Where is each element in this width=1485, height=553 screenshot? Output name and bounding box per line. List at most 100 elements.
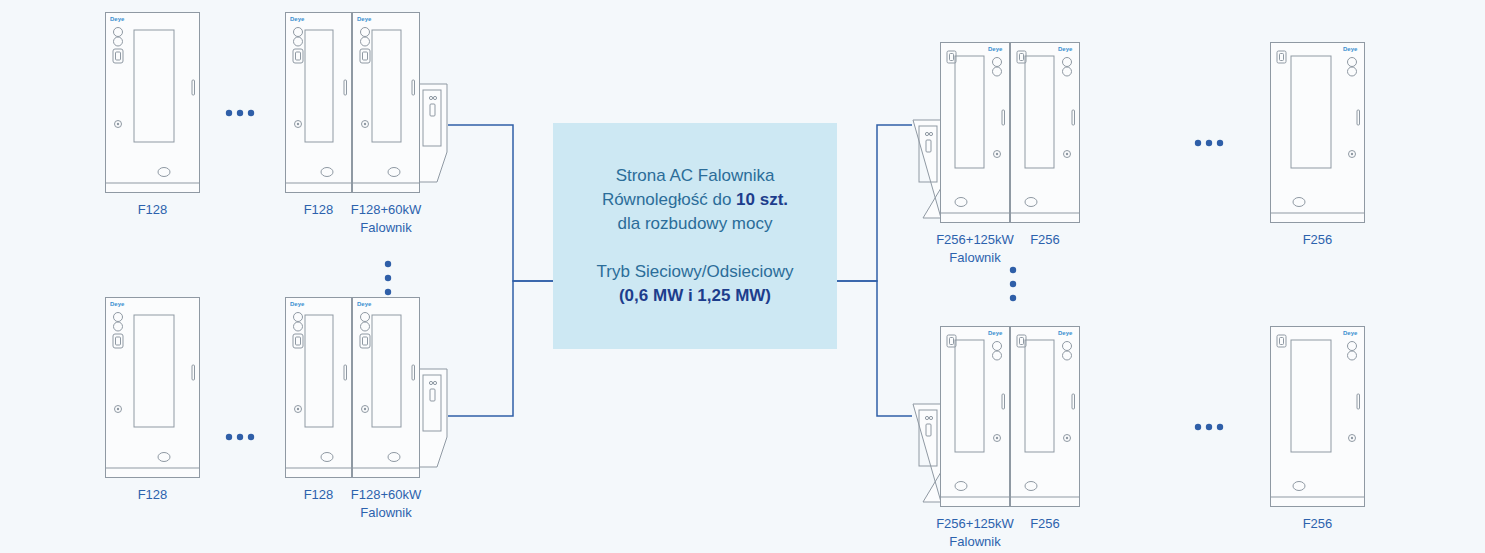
inverter-switch bbox=[926, 424, 931, 436]
door-handle bbox=[1002, 110, 1005, 125]
cabinet-drawing bbox=[105, 297, 200, 478]
lock bbox=[1064, 435, 1071, 442]
door-handle bbox=[192, 365, 195, 380]
ac-connection-line bbox=[448, 281, 553, 416]
cable-gland bbox=[158, 453, 170, 462]
brand-logo: Deye bbox=[110, 301, 124, 308]
cabinet-unit: F256+125kW FalownikDeye bbox=[912, 326, 1010, 551]
cabinet-body bbox=[1011, 327, 1080, 507]
cabinet-label: F256 bbox=[998, 231, 1092, 249]
cabinet-unit: F128Deye bbox=[105, 12, 200, 219]
display-window bbox=[134, 30, 174, 142]
cabinet-unit: F256Deye bbox=[1270, 42, 1365, 249]
cabinet-base bbox=[286, 183, 352, 184]
cabinet-body bbox=[106, 298, 200, 478]
rotary-switch bbox=[363, 337, 368, 345]
rotary-switch bbox=[1277, 51, 1286, 63]
highlight-text: (0,6 MW i 1,25 MW) bbox=[585, 284, 805, 308]
dot bbox=[1195, 424, 1201, 430]
note-text: dla rozbudowy mocy bbox=[585, 212, 805, 236]
indicator-light bbox=[993, 342, 1002, 351]
cabinet-body bbox=[106, 13, 200, 193]
cabinet-drawing bbox=[285, 12, 352, 193]
dot bbox=[385, 275, 391, 281]
lock bbox=[1349, 151, 1356, 158]
cabinet-label: F128 bbox=[93, 201, 212, 219]
indicator-light bbox=[114, 28, 123, 37]
cabinet-drawing bbox=[1270, 42, 1365, 223]
highlight-text: 10 szt. bbox=[736, 190, 788, 209]
cabinet-base bbox=[286, 468, 352, 469]
lock bbox=[1066, 437, 1068, 439]
indicator-light bbox=[1348, 342, 1357, 351]
inverter-led bbox=[929, 132, 932, 135]
cabinet-unit: F256+125kW FalownikDeye bbox=[912, 42, 1010, 267]
brand-logo: Deye bbox=[1058, 330, 1072, 337]
rotary-switch bbox=[296, 337, 301, 345]
rotary-switch bbox=[296, 52, 301, 60]
cabinet-drawing bbox=[285, 297, 352, 478]
rotary-switch bbox=[116, 52, 121, 60]
dot bbox=[1217, 424, 1223, 430]
lock bbox=[115, 121, 122, 128]
cable-gland bbox=[158, 168, 170, 177]
dot bbox=[237, 434, 243, 440]
brand-logo: Deye bbox=[1343, 330, 1357, 337]
cabinet-unit: F128+60kW FalownikDeye bbox=[352, 12, 448, 237]
indicator-light bbox=[1063, 342, 1072, 351]
indicator-light bbox=[1348, 351, 1357, 360]
brand-logo: Deye bbox=[1343, 46, 1357, 53]
rotary-switch bbox=[360, 49, 370, 63]
lock bbox=[297, 123, 299, 125]
cabinet-base bbox=[941, 213, 1010, 214]
cable-gland bbox=[1293, 198, 1305, 207]
cabinet-drawing bbox=[912, 42, 1010, 223]
ac-connection-line bbox=[448, 125, 553, 281]
inverter-housing bbox=[913, 404, 941, 502]
cabinet-unit: F128Deye bbox=[285, 12, 352, 219]
inverter-switch bbox=[430, 104, 435, 116]
cabinet-unit: F128+60kW FalownikDeye bbox=[352, 297, 448, 522]
cabinet-label: F128+60kW Falownik bbox=[340, 201, 432, 237]
indicator-light bbox=[294, 37, 303, 46]
lock bbox=[996, 437, 998, 439]
display-window bbox=[1025, 56, 1054, 168]
rotary-switch bbox=[1280, 338, 1284, 345]
inverter-led bbox=[925, 132, 928, 135]
cabinet-label: F256+125kW Falownik bbox=[928, 231, 1022, 267]
brand-logo: Deye bbox=[290, 16, 304, 23]
lock bbox=[1064, 151, 1071, 158]
lock bbox=[117, 408, 119, 410]
lock bbox=[295, 406, 302, 413]
cabinet-label: F128 bbox=[273, 201, 364, 219]
ac-connection-line bbox=[837, 281, 912, 416]
indicator-light bbox=[1063, 67, 1072, 76]
cabinet-unit: F256Deye bbox=[1010, 326, 1080, 533]
inverter-led bbox=[929, 416, 932, 419]
cable-gland bbox=[1293, 482, 1305, 491]
rotary-switch bbox=[360, 334, 370, 348]
brand-logo: Deye bbox=[988, 46, 1002, 53]
lock bbox=[1349, 435, 1356, 442]
cabinet-unit: F128Deye bbox=[105, 297, 200, 504]
display-window bbox=[1291, 340, 1331, 452]
cabinet-base bbox=[941, 497, 1010, 498]
cabinet-drawing bbox=[352, 12, 448, 193]
rotary-switch bbox=[1020, 54, 1024, 61]
cabinet-label: F128+60kW Falownik bbox=[340, 486, 432, 522]
cabinet-base bbox=[353, 183, 420, 184]
cabinet-body bbox=[353, 13, 420, 193]
cabinet-body bbox=[1271, 43, 1365, 223]
cabinet-label: F256 bbox=[1258, 231, 1377, 249]
brand-logo: Deye bbox=[110, 16, 124, 23]
rotary-switch bbox=[363, 52, 368, 60]
dot bbox=[1217, 140, 1223, 146]
inverter-switch bbox=[926, 140, 931, 152]
cabinet-body bbox=[286, 298, 352, 478]
dot bbox=[1206, 140, 1212, 146]
lock bbox=[362, 121, 369, 128]
dot bbox=[1195, 140, 1201, 146]
brand-logo: Deye bbox=[1058, 46, 1072, 53]
cabinet-body bbox=[286, 13, 352, 193]
rotary-switch bbox=[1280, 54, 1284, 61]
